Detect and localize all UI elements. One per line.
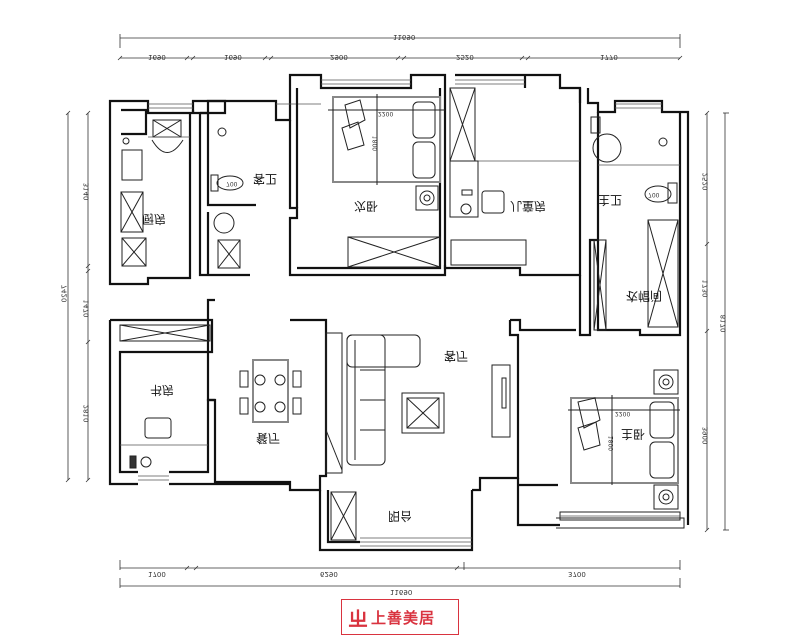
room-label-second-bedroom: 次卧 [354, 199, 379, 213]
dim-left-seg-1: 3140 [82, 182, 91, 201]
dim-top-total: 11690 [393, 33, 416, 41]
logo-mark-icon: ㄓ [348, 606, 368, 631]
room-label-study: 书房 [150, 383, 175, 397]
room-label-kitchen: 厨房 [142, 212, 167, 226]
dim-top-seg-3: 2900 [330, 53, 348, 61]
dim-bottom-total: 11690 [390, 588, 413, 596]
dim-left-seg-2: 1470 [82, 299, 91, 318]
dim-bottom-seg-3: 3700 [568, 570, 586, 578]
logo-brand-text: 上善美居 [371, 608, 436, 627]
furniture [119, 87, 680, 541]
dim-bottom-seg-2: 6290 [320, 570, 338, 578]
dim-right-total: 8170 [719, 314, 728, 333]
room-label-walk-in-closet: 衣帽间 [626, 289, 663, 303]
dim-right-seg-1: 2520 [701, 172, 710, 191]
toilet-label-master: 700 [648, 191, 660, 198]
room-label-living: 客厅 [444, 349, 469, 363]
dim-top-seg-4: 2520 [456, 53, 474, 61]
room-label-dining: 餐厅 [256, 431, 281, 445]
room-label-balcony: 阳台 [388, 509, 413, 523]
bed-dim-second-length: 2200 [378, 110, 394, 117]
brand-logo: ㄓ 上善美居 [341, 599, 459, 635]
dimension-lines [65, 34, 729, 588]
dim-right-seg-2: 1730 [701, 279, 710, 298]
toilet-label-guest: 700 [226, 180, 238, 187]
dim-left-seg-3: 2810 [82, 404, 91, 423]
bed-dim-master-width: 1800 [608, 435, 616, 452]
room-label-master-bath: 主卫 [598, 193, 623, 207]
dim-top-seg-2: 1690 [224, 53, 242, 61]
dim-bottom-seg-1: 1700 [148, 570, 166, 578]
room-label-master-bedroom: 主卧 [621, 427, 646, 441]
room-label-guest-bath: 客卫 [253, 172, 278, 186]
dim-left-total: 7420 [60, 284, 69, 303]
bed-dim-second-width: 1800 [372, 135, 380, 152]
dim-top-seg-1: 1690 [148, 53, 166, 61]
dim-right-seg-3: 3900 [701, 426, 710, 445]
room-label-kids-room: 儿童房 [510, 199, 547, 213]
dim-top-seg-5: 1770 [600, 53, 618, 61]
bed-dim-master-length: 2200 [615, 410, 631, 417]
